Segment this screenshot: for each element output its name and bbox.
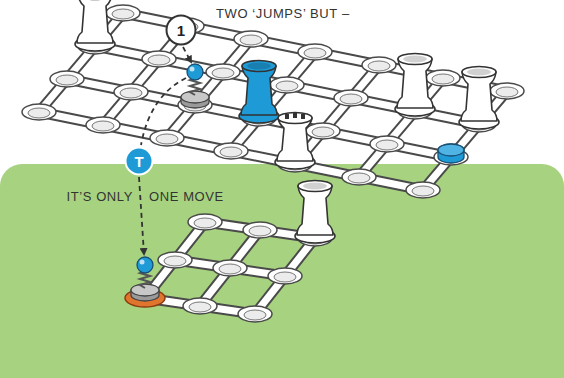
board-cup — [362, 57, 396, 73]
jump-arrow — [139, 177, 144, 254]
board-cup — [334, 90, 368, 106]
board-cup — [213, 260, 247, 276]
board-cup — [183, 298, 217, 314]
jumper-end — [131, 257, 159, 301]
board-cup — [206, 64, 240, 80]
blue-disc — [438, 144, 464, 163]
white-castle — [275, 113, 315, 170]
callout-number: 1 — [165, 14, 197, 46]
jumper-start — [181, 64, 209, 108]
white-tower — [459, 67, 499, 130]
board-cup — [150, 130, 184, 146]
green-panel — [0, 164, 564, 378]
board-cup — [158, 252, 192, 268]
board-cup — [490, 83, 524, 99]
board-cup — [298, 44, 332, 60]
callout-number: T — [124, 146, 154, 176]
callout-circle: T — [124, 146, 154, 176]
callout-circle: 1 — [165, 14, 197, 46]
board-cup — [306, 123, 340, 139]
callout-arrow — [183, 47, 191, 62]
board-cup — [238, 306, 272, 322]
board-cup — [106, 5, 140, 21]
board-cup — [370, 136, 404, 152]
board-cup — [188, 214, 222, 230]
board-cup — [243, 222, 277, 238]
board-cup — [268, 268, 302, 284]
board-cup — [50, 71, 84, 87]
board-cup — [86, 117, 120, 133]
board-cup — [270, 77, 304, 93]
board-cup — [342, 169, 376, 185]
note-text: TWO ‘JUMPS’ BUT – — [216, 6, 350, 22]
blue-tower — [239, 61, 279, 124]
board-cup — [234, 31, 268, 47]
white-tower — [75, 0, 115, 51]
board-cup — [426, 70, 460, 86]
note-text: IT’S ONLY — [66, 189, 133, 205]
board-frame-fill — [145, 222, 315, 314]
board-cup — [22, 104, 56, 120]
white-tower — [395, 54, 435, 117]
board-cup — [142, 51, 176, 67]
jump-arc — [141, 78, 186, 145]
board-frame-outline — [145, 222, 315, 314]
note-text: ONE MOVE — [149, 189, 224, 205]
board-cup — [114, 84, 148, 100]
board-cup — [406, 182, 440, 198]
white-tower — [295, 181, 335, 244]
top-board-pieces — [75, 0, 499, 169]
board-cup — [214, 143, 248, 159]
